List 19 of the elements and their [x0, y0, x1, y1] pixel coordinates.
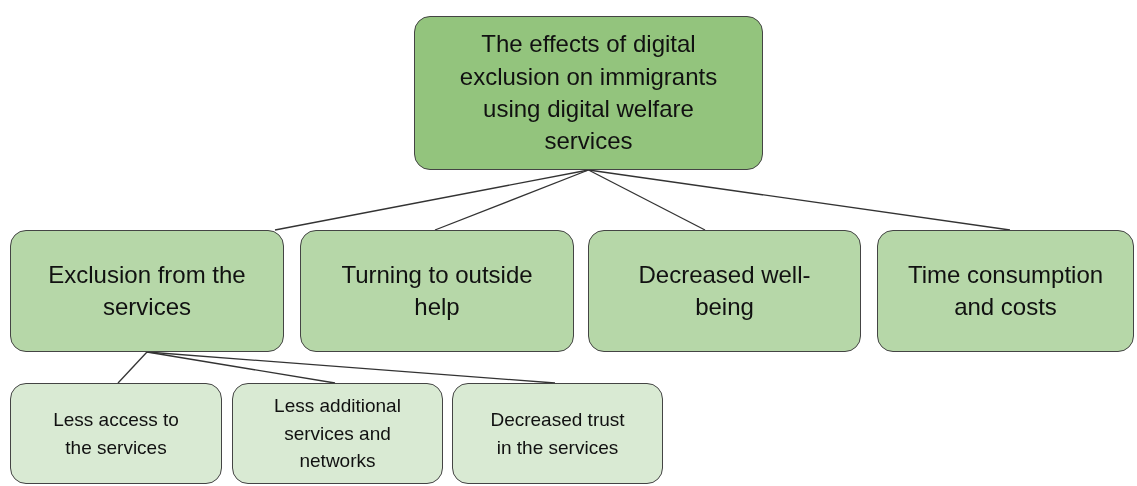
box-text: Decreased well-being: [637, 259, 812, 322]
topic-box: [10, 230, 284, 352]
connector-line: [434, 169, 590, 231]
topic-box: [300, 230, 574, 352]
box-text: Decreased trust in the services: [489, 407, 626, 460]
box-text: Turning to outside help: [340, 259, 534, 322]
box-text: Exclusion from the services: [47, 259, 247, 322]
topic-box: [452, 383, 663, 484]
box-text: Time consumption and costs: [906, 259, 1105, 322]
topic-box: [877, 230, 1134, 352]
connector-line: [587, 169, 706, 231]
topic-box: [232, 383, 443, 484]
topic-box: [414, 16, 763, 170]
box-text: Less additional services and networks: [273, 394, 402, 474]
box-text: Less access to the services: [52, 407, 180, 460]
connector-line: [117, 351, 148, 384]
topic-box: [10, 383, 222, 484]
topic-box: [588, 230, 861, 352]
box-text: The effects of digital exclusion on immigrants using digital welfare services: [459, 29, 718, 157]
